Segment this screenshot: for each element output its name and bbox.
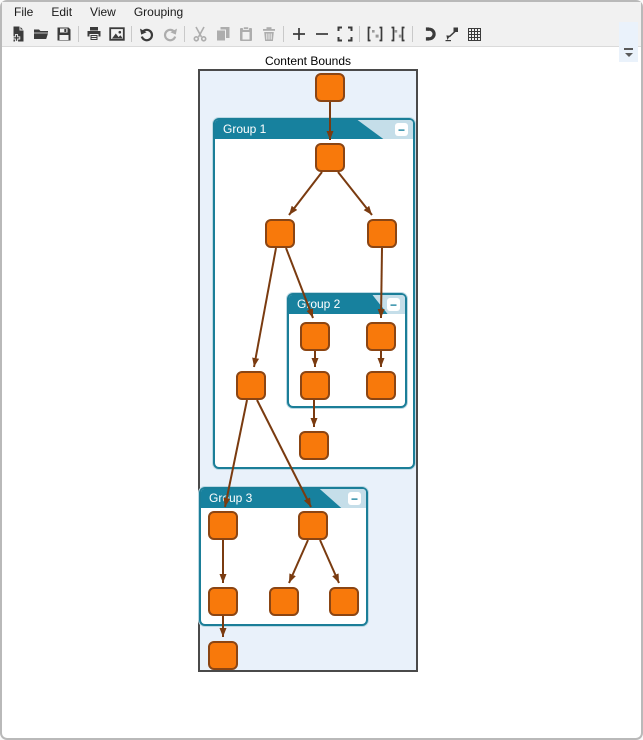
diagram-node-g1-top[interactable] [315,143,345,172]
zoom-in-icon [291,26,307,42]
draw-link-icon [443,26,459,42]
toolbar [2,22,641,47]
diagram-node-tail[interactable] [208,641,238,670]
save-icon [56,26,72,42]
group-label: Group 1 [223,122,267,136]
show-grid-button[interactable] [462,23,485,45]
group-header: Group 3 − [201,489,366,508]
open-file-icon [33,26,49,42]
draw-link-button[interactable] [439,23,462,45]
diagram-node-root[interactable] [315,73,345,102]
toolbar-separator [184,26,185,42]
toolbar-overflow-button[interactable] [619,22,638,62]
overflow-grip-icon [624,48,633,50]
toolbar-separator [412,26,413,42]
toolbar-separator [78,26,79,42]
collapse-button[interactable]: − [348,492,361,506]
diagram-node-g3-top-left[interactable] [208,511,238,540]
export-image-icon [108,26,125,42]
zoom-in-button[interactable] [287,23,310,45]
group-header: Group 2 − [289,295,405,314]
group-header: Group 1 − [215,120,413,139]
print-button[interactable] [82,23,105,45]
chevron-down-icon [624,53,633,57]
diagram-node-g1-left[interactable] [265,219,295,248]
menu-edit[interactable]: Edit [51,5,73,19]
group-label: Group 2 [297,297,341,311]
diagram-node-g2-top-right[interactable] [366,322,396,351]
cut-button[interactable] [188,23,211,45]
zoom-fit-button[interactable] [333,23,356,45]
toolbar-separator [283,26,284,42]
diagram-node-g1-right[interactable] [367,219,397,248]
content-bounds-label: Content Bounds [264,54,352,68]
undo-icon [139,26,155,42]
group-header-shape [215,120,384,139]
export-image-button[interactable] [105,23,128,45]
delete-button[interactable] [257,23,280,45]
redo-icon [162,26,178,42]
diagram-node-g3-bottom-mid[interactable] [269,587,299,616]
toolbar-separator [359,26,360,42]
copy-button[interactable] [211,23,234,45]
diagram-node-g2-bottom-right[interactable] [366,371,396,400]
toolbar-separator [131,26,132,42]
fit-selection-icon [367,26,383,42]
diagram-node-g1-bottom[interactable] [299,431,329,460]
diagram-node-g1-mid-left[interactable] [236,371,266,400]
fit-content-button[interactable] [386,23,409,45]
print-icon [86,26,102,42]
show-grid-icon [466,26,482,42]
zoom-out-icon [314,26,330,42]
redo-button[interactable] [158,23,181,45]
collapse-button[interactable]: − [395,123,408,137]
new-file-button[interactable] [6,23,29,45]
cut-icon [192,26,208,42]
diagram-node-g3-bottom-left[interactable] [208,587,238,616]
menubar: File Edit View Grouping [2,2,641,22]
zoom-out-button[interactable] [310,23,333,45]
fit-selection-button[interactable] [363,23,386,45]
new-file-icon [10,26,26,42]
menu-view[interactable]: View [90,5,116,19]
diagram-node-g3-bottom-right[interactable] [329,587,359,616]
snap-magnet-icon [420,26,436,42]
paste-button[interactable] [234,23,257,45]
collapse-button[interactable]: − [387,298,400,312]
snap-magnet-button[interactable] [416,23,439,45]
menu-file[interactable]: File [14,5,34,19]
fit-content-icon [390,26,406,42]
group-label: Group 3 [209,491,253,505]
undo-button[interactable] [135,23,158,45]
diagram-node-g2-bottom-left[interactable] [300,371,330,400]
copy-icon [215,26,231,42]
menu-grouping[interactable]: Grouping [133,5,184,19]
delete-icon [261,26,277,42]
zoom-fit-icon [337,26,353,42]
paste-icon [238,26,254,42]
save-button[interactable] [52,23,75,45]
diagram-node-g3-top-right[interactable] [298,511,328,540]
open-file-button[interactable] [29,23,52,45]
diagram-node-g2-top-left[interactable] [300,322,330,351]
